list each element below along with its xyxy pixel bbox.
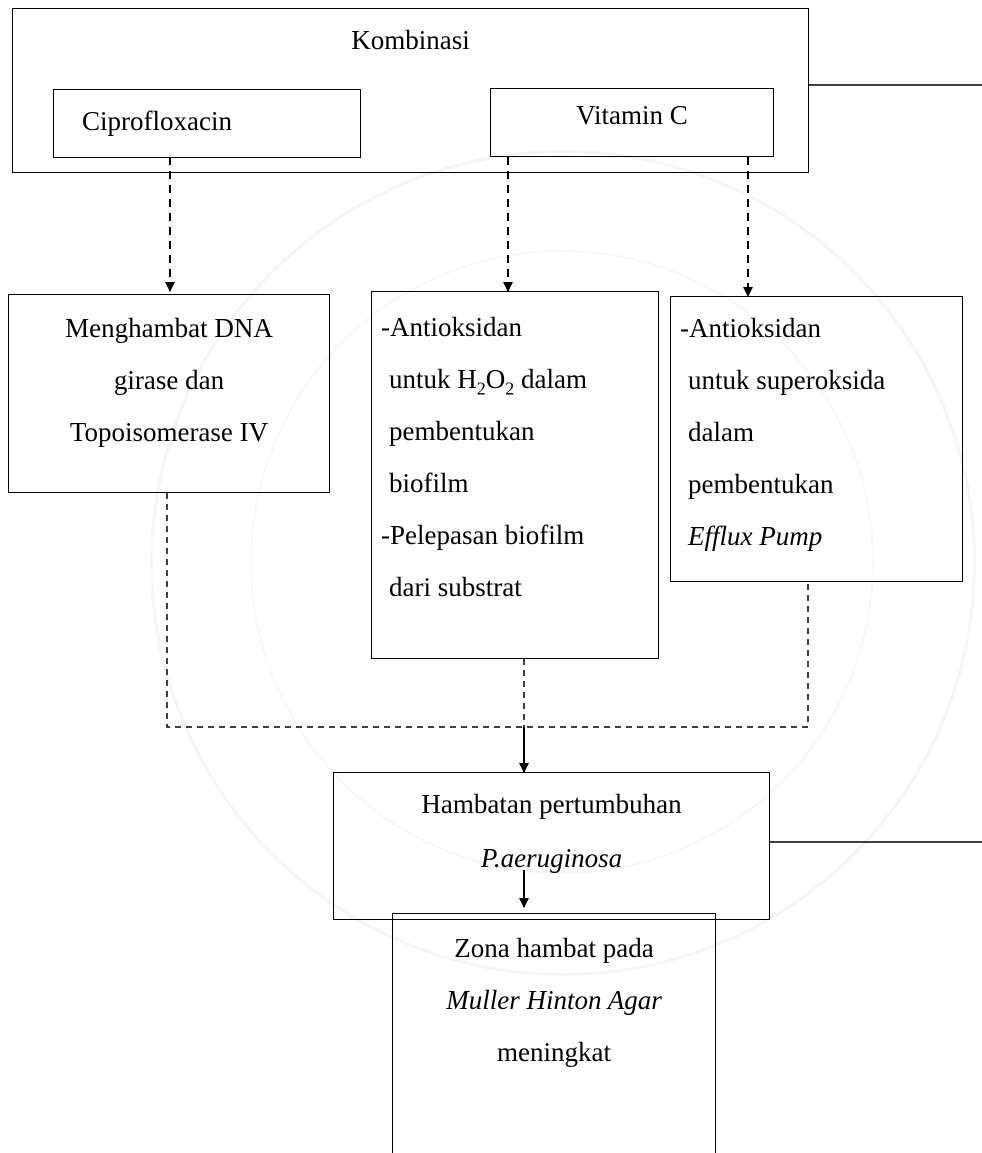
dna-girase-box xyxy=(8,294,330,493)
h2o2-line-2: untuk H2O2 dalam xyxy=(389,364,587,399)
h2o2-line-5: -Pelepasan biofilm xyxy=(381,520,585,550)
superoksida-line-4: pembentukan xyxy=(688,469,834,499)
dna-line-3: Topoisomerase IV xyxy=(69,417,269,447)
hambatan-line-2: P.aeruginosa xyxy=(480,843,623,873)
kombinasi-box xyxy=(12,8,809,173)
vitamin-c-label: Vitamin C xyxy=(576,100,688,130)
superoksida-line-5: Efflux Pump xyxy=(688,521,823,551)
h2o2-line-4: biofilm xyxy=(389,468,469,498)
antioksidan-superoksida-box xyxy=(670,296,963,582)
antioksidan-h2o2-box xyxy=(371,291,659,659)
ciprofloxacin-box xyxy=(53,89,361,158)
zona-shown-box xyxy=(392,913,716,1153)
superoksida-line-3: dalam xyxy=(688,417,754,447)
ciprofloxacin-label: Ciprofloxacin xyxy=(82,106,232,136)
zona-line-2: Muller Hinton Agar xyxy=(446,985,662,1015)
h2o2-line-6: dari substrat xyxy=(389,572,522,602)
hambatan-box xyxy=(333,772,770,920)
zona-line-3: meningkat xyxy=(497,1037,611,1067)
kombinasi-title: Kombinasi xyxy=(351,25,470,55)
vitamin-c-box xyxy=(490,88,774,157)
superoksida-line-2: untuk superoksida xyxy=(688,365,886,395)
dashed-collector xyxy=(166,493,809,728)
h2o2-line-3: pembentukan xyxy=(389,416,535,446)
hambatan-line-1: Hambatan pertumbuhan xyxy=(421,789,682,819)
dna-line-2: girase dan xyxy=(113,365,225,395)
zona-line-1: Zona hambat pada xyxy=(454,933,654,963)
h2o2-line-1: -Antioksidan xyxy=(381,312,522,342)
dna-line-1: Menghambat DNA xyxy=(65,313,273,343)
superoksida-line-1: -Antioksidan xyxy=(680,313,821,343)
